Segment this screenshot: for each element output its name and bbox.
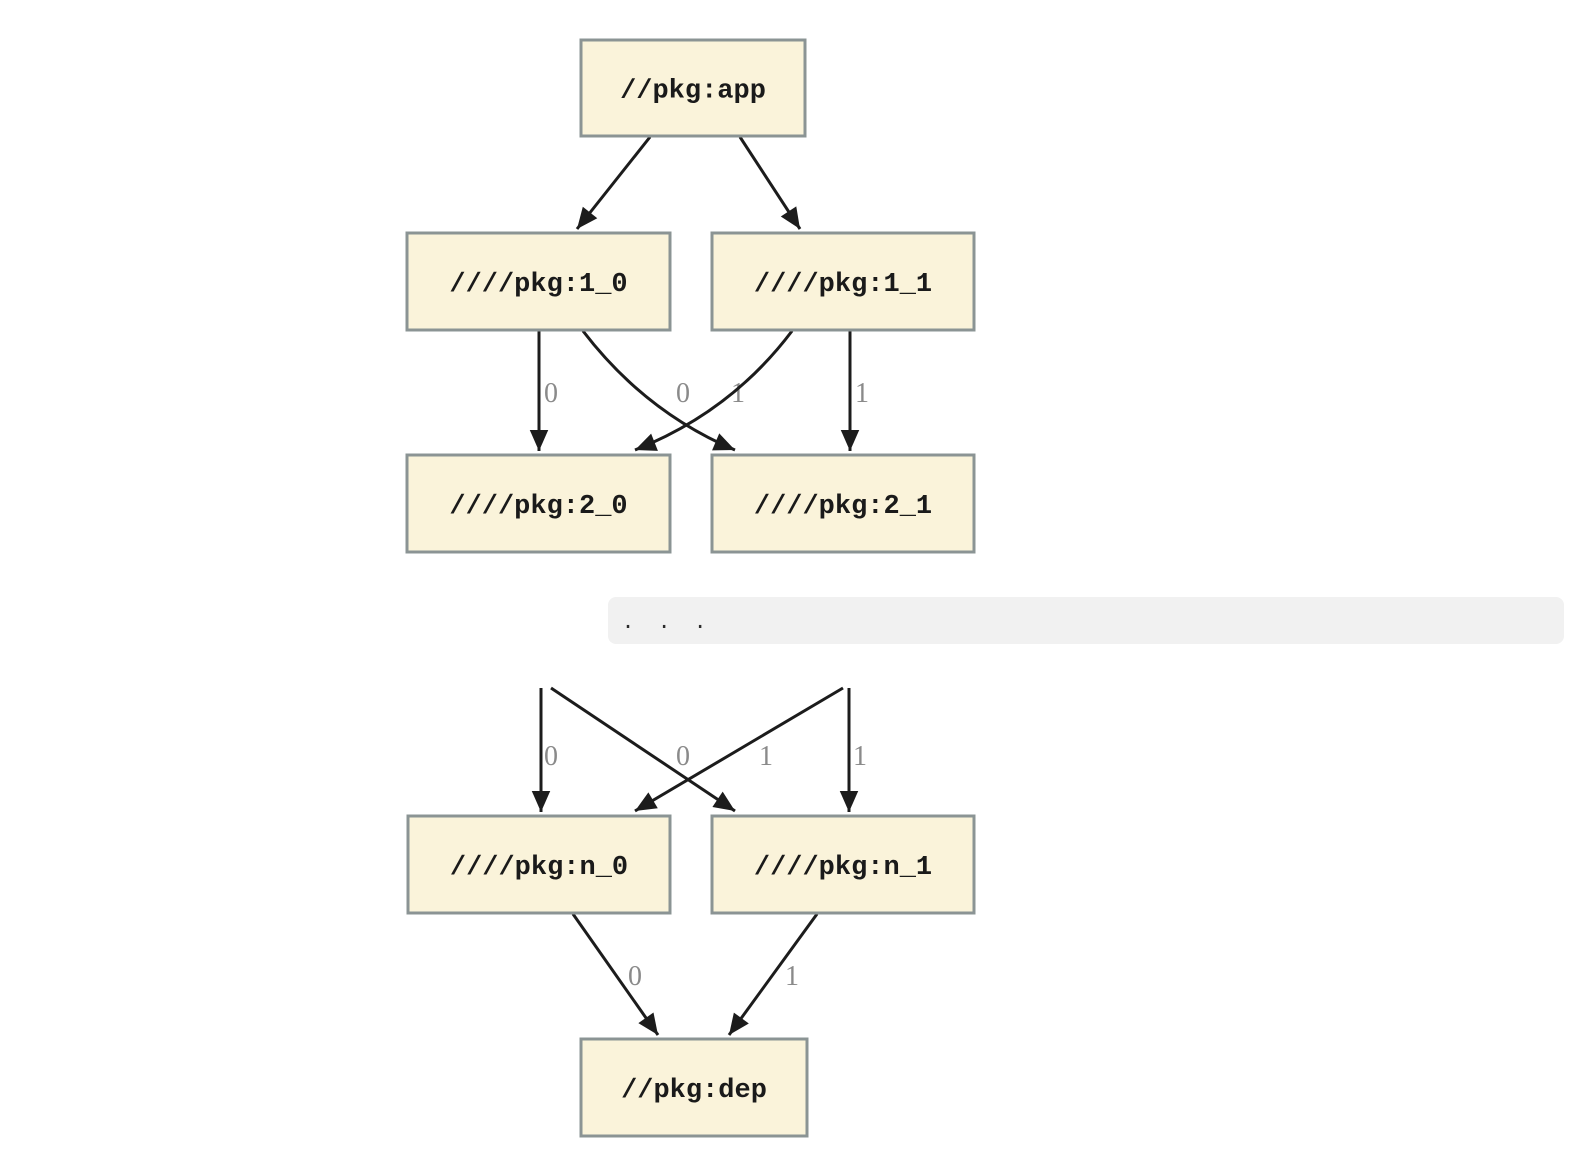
node-2_0 — [405, 453, 672, 554]
node-n_0 — [406, 814, 672, 915]
edge-app-to-1_1 — [738, 136, 802, 230]
edge-label-1_0-to-2_0: 0 — [544, 378, 558, 409]
edge-label-1_1-to-2_0: 0 — [676, 378, 690, 409]
edge-1_1-to-2_0 — [634, 330, 794, 452]
ellipsis-text: . . . — [622, 608, 713, 633]
edge-n_0-to-dep — [571, 913, 660, 1036]
graph-layer: 0 1 0 1 //pkg:app ////pkg:1_0 ////pkg:1_1 ////p… — [405, 38, 976, 1138]
edge-label-1_1-to-2_1: 1 — [855, 378, 869, 409]
node-label-dep: //pkg:dep — [621, 1076, 767, 1106]
node-label-1_1: ////pkg:1_1 — [754, 270, 932, 300]
edge-label-n_1-to-dep: 1 — [785, 961, 799, 992]
edge-label-omitted-to-n_1: 1 — [759, 741, 773, 772]
ellipsis-code-bar: . . . — [608, 597, 1564, 644]
node-label-app: //pkg:app — [620, 77, 766, 107]
edge-omitted-to-n_1 — [550, 686, 736, 813]
edge-omitted-to-n_0-cross — [634, 686, 844, 813]
edge-app-to-1_0 — [575, 136, 652, 230]
lower-dependency-graph: 0 1 0 1 0 1 ////pkg:n_0 ////pkg:n_1 //pkg:dep — [406, 686, 976, 1138]
node-2_1 — [710, 453, 976, 554]
edge-label-n_0-to-dep: 0 — [628, 961, 642, 992]
edge-label-omitted-to-n_1-right: 1 — [853, 741, 867, 772]
node-label-n_0: ////pkg:n_0 — [450, 853, 628, 883]
edge-label-omitted-to-n_0: 0 — [544, 741, 558, 772]
node-app — [579, 38, 807, 138]
node-label-1_0: ////pkg:1_0 — [449, 270, 627, 300]
node-dep — [579, 1037, 809, 1138]
edge-label-omitted-to-n_0-cross: 0 — [676, 741, 690, 772]
edge-n_1-to-dep — [727, 913, 819, 1036]
node-n_1 — [710, 814, 976, 915]
node-1_1 — [710, 231, 976, 332]
node-1_0 — [405, 231, 672, 332]
node-label-2_1: ////pkg:2_1 — [754, 492, 932, 522]
node-label-n_1: ////pkg:n_1 — [754, 853, 932, 883]
node-label-2_0: ////pkg:2_0 — [449, 492, 627, 522]
edge-1_0-to-2_1 — [581, 330, 736, 452]
